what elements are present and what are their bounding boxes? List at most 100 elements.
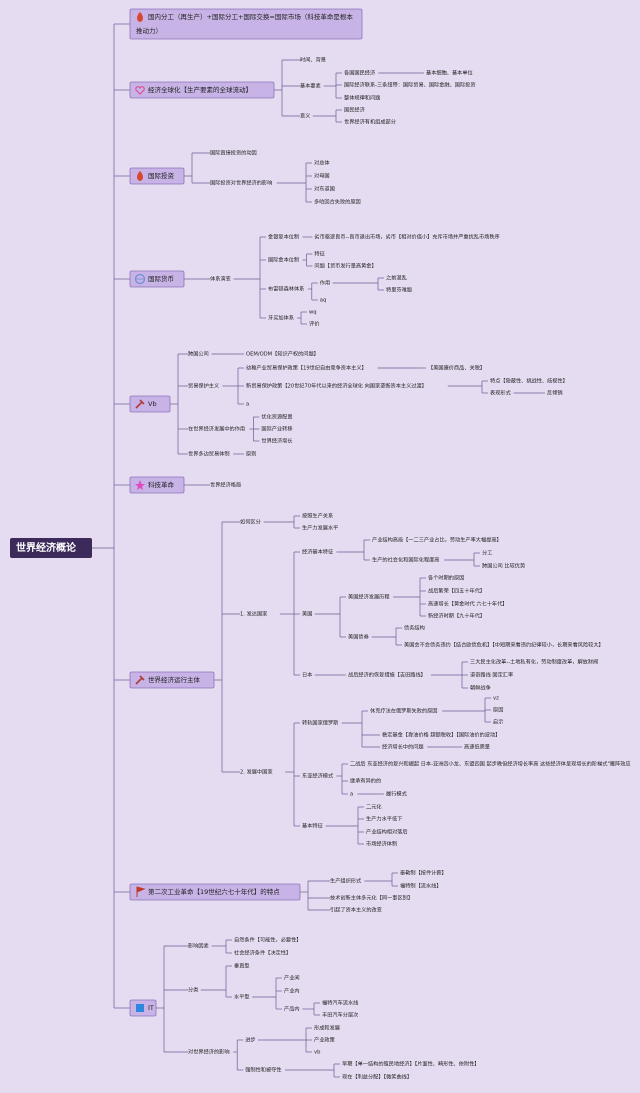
topic-label: 世界经济运行主体 — [148, 675, 201, 684]
node-l3: 牙买加体系 — [268, 314, 294, 322]
star-icon — [135, 480, 145, 490]
node-l3: 按照生产关系 — [302, 512, 333, 520]
node-l4: 问题【货币发行量高黄金】 — [314, 262, 376, 270]
it-icon — [136, 1004, 144, 1012]
node-l2: 世界经济格局 — [210, 481, 241, 489]
node-l4: 【美国廉价商品、关税】 — [428, 364, 485, 372]
node-l4: 战后经济的恢复措施【吉田路线】 — [348, 671, 426, 679]
node-l4: 早期【单一结构的殖民地经济】【片面性、畸形性、依附性】 — [342, 1060, 479, 1068]
node-l4: 基本细胞、基本单位 — [426, 69, 473, 77]
topic-label: 国际投资 — [148, 171, 175, 180]
node-l4: 二战后 东亚经济的复兴和崛起 日本-亚洲四小龙、东盟四国 起步晚但经济增长率高 … — [350, 760, 631, 768]
node-l2: 对世界经济的影响 — [188, 1048, 230, 1056]
topic-label-cont: 推动力） — [136, 26, 162, 35]
node-l3: 金银复本位制 — [268, 233, 299, 241]
node-l4: 生产力水平低下 — [366, 815, 402, 823]
node-l5: 跨国公司 比较优势 — [482, 562, 525, 570]
hammer-icon — [135, 675, 145, 685]
node-l4: 形成和发展 — [314, 1024, 340, 1032]
node-l3: 转轨国家俄罗斯 — [302, 719, 338, 727]
node-l5: 朝鲜战争 — [470, 684, 491, 692]
node-l3: 国际金本位制 — [268, 256, 299, 264]
node-l4: 产业结构高级【一二三产业占比，劳动生产率大幅提高】 — [372, 536, 502, 544]
topic-label: 国内分工（再生产）+国际分工+国际交换=国际市场（科技革命是根本 — [148, 12, 353, 21]
node-l5: 福特汽车流水线 — [322, 999, 358, 1007]
node-l2: 分类 — [188, 986, 198, 994]
node-l4: 二元化 — [366, 803, 382, 811]
topic-label: 第二次工业革命【19世纪六七十年代】的特点 — [148, 887, 280, 896]
node-l2: 意义 — [300, 112, 310, 120]
flag-icon — [136, 886, 146, 897]
hammer-icon — [135, 399, 145, 409]
node-l5: 三大民主化改革--土地私有化，劳动制度改革，解放财阀 — [470, 658, 598, 666]
node-l3: 各国国民经济 — [344, 69, 376, 77]
node-l2: 生产组织形式 — [330, 877, 362, 885]
topic-4[interactable]: Vb — [129, 395, 171, 413]
node-l2: 1. 发达国家 — [240, 610, 267, 618]
node-l5: 美国会不会债务违约【结合欧债危机】【中短期来看违约纪律较小，长期来看风险较大】 — [404, 641, 604, 649]
node-l4: 评价 — [309, 320, 320, 328]
node-l3: 优化资源配置 — [261, 413, 292, 421]
node-l3: 东亚经济模式 — [302, 772, 334, 780]
node-l3: 新贸易保护政策【20世纪70年代以来的经济全球化 向国家垄断资本主义过渡】 — [246, 382, 427, 390]
node-l3: 泰勒制【按件计薪】 — [400, 869, 447, 877]
root-node[interactable]: 世界经济概论 — [10, 538, 92, 558]
node-l2: 体系演变 — [210, 275, 231, 283]
node-l3: 福特制【流水线】 — [400, 882, 442, 890]
node-l3: 水平型 — [234, 993, 250, 1001]
node-l4: vb — [314, 1050, 321, 1056]
node-l3: 基本特征 — [302, 822, 323, 830]
node-l4: 劣币驱逐良币--良币退出市场，劣币【相对价值小】充斥市场并严重扰乱市场秩序 — [314, 233, 499, 241]
node-l5: 启示 — [493, 718, 503, 726]
node-l3: 生产力发展水平 — [302, 524, 338, 532]
node-l3: 对东道国 — [314, 185, 335, 193]
node-l5: 原因 — [493, 707, 503, 714]
node-l5: 新经济时期【九十年代】 — [428, 612, 485, 620]
node-l5: 战后繁荣【四五十年代】 — [428, 587, 485, 595]
node-l3: 进步 — [245, 1036, 255, 1044]
node-l4: 生产的社会化和国际化程度高 — [372, 556, 439, 564]
node-l4: 产品内 — [284, 1005, 300, 1013]
node-l4: 经济增长中的问题 — [382, 743, 424, 751]
world-icon — [134, 273, 146, 285]
node-l3: 社会经济条件【决定性】 — [234, 949, 291, 957]
topic-label: IT — [148, 1004, 154, 1012]
node-l4: aq — [320, 298, 326, 304]
node-l2: 贸易保护主义 — [188, 382, 219, 390]
root-label: 世界经济概论 — [16, 541, 77, 554]
topic-label: Vb — [148, 400, 157, 408]
node-l5: 道奇路线 固定汇率 — [470, 671, 513, 679]
node-l5: 之前混乱 — [386, 274, 407, 282]
node-l4: 表现形式 — [490, 389, 512, 397]
node-l4: 特点【隐蔽性、挑战性、歧视性】 — [490, 377, 568, 385]
topic-6[interactable]: 世界经济运行主体 — [129, 671, 215, 689]
node-l4: 市场经济体制 — [366, 840, 397, 848]
node-l3: 布雷顿森林体系 — [268, 285, 304, 293]
node-l4: wq — [309, 310, 317, 316]
node-l4: 现在【利益分配】【微笑曲线】 — [342, 1073, 412, 1081]
node-l3: 国际经济联系-三条纽带：国际贸易、国际金融、国际投资 — [344, 81, 476, 89]
topic-1[interactable]: 经济全球化【生产要素的全球流动】 — [129, 81, 275, 99]
node-l4: 产业结构相对落后 — [366, 828, 408, 836]
node-l4: 产业内 — [284, 987, 300, 995]
node-l2: 时间、背景 — [300, 56, 326, 64]
node-l2: 在世界经济发展中的作用 — [188, 425, 245, 433]
fire-icon — [137, 12, 143, 22]
node-l3: 原则 — [246, 450, 256, 458]
node-l4: 继承有异的的 — [350, 777, 381, 785]
topic-label: 国际货币 — [148, 274, 174, 283]
topic-7[interactable]: 第二次工业革命【19世纪六七十年代】的特点 — [129, 883, 301, 901]
node-l2: 基本要素 — [300, 82, 321, 90]
node-l5: 分工 — [482, 549, 492, 557]
node-l4: 稳定基金【靠油价格 超额税收】【国际油价的波动】 — [382, 731, 500, 739]
node-l5: 债务结构 — [404, 624, 425, 632]
node-l2: 世界多边贸易体制 — [188, 450, 230, 458]
node-l5: vz — [493, 696, 499, 702]
node-l5: 履行模式 — [386, 790, 408, 798]
heart-icon — [135, 86, 145, 95]
node-l3: 垂直型 — [234, 962, 250, 970]
node-l5: 丰田汽车分层次 — [322, 1011, 358, 1019]
node-l3: 幼稚产业贸易保护政策【19世纪自由竞争资本主义】 — [246, 364, 367, 372]
